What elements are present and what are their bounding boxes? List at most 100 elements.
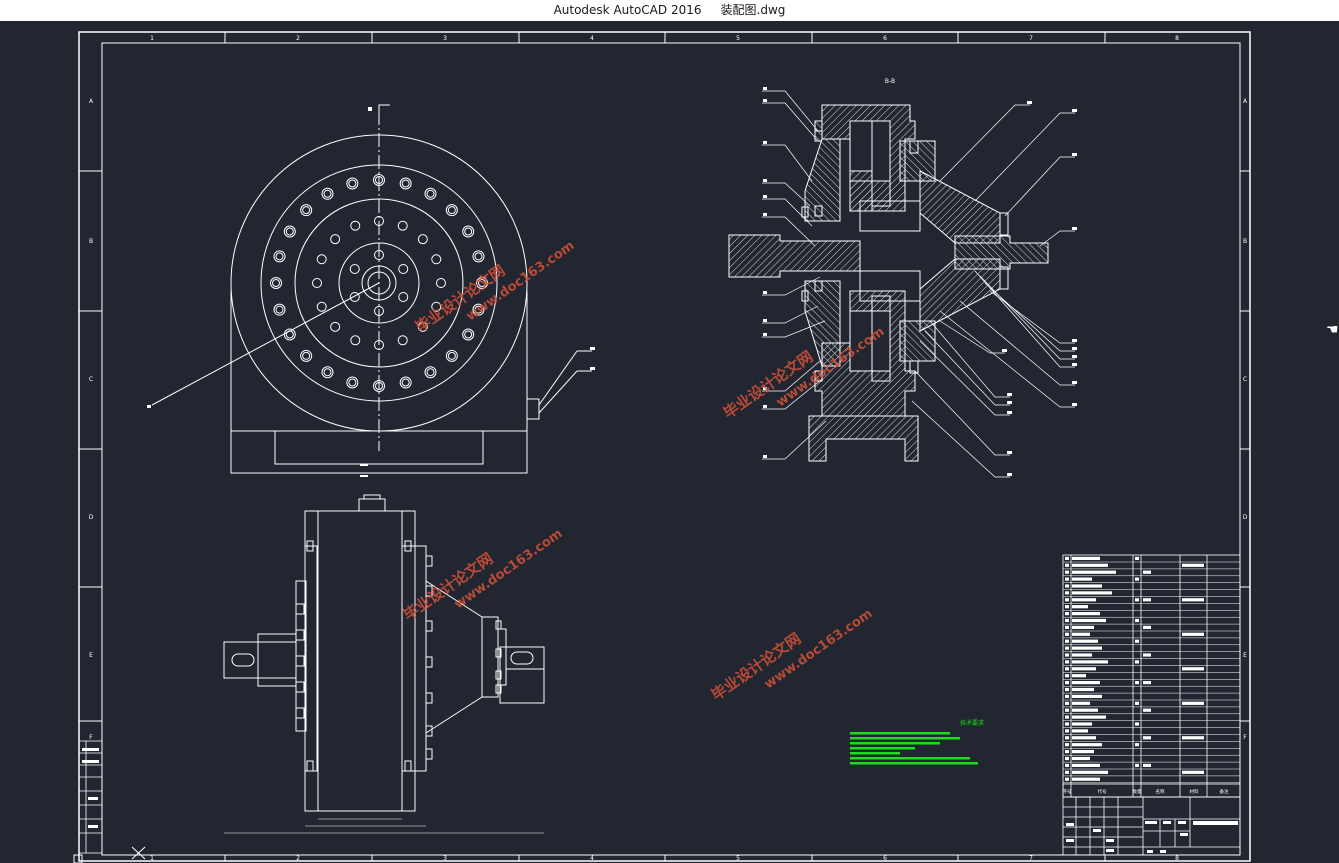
bolt-hole	[349, 264, 360, 274]
section-balloon-numbers	[763, 87, 1077, 476]
bolt-hole	[374, 216, 384, 226]
balloon-number	[763, 291, 767, 294]
row-index	[1065, 687, 1069, 692]
row-text	[1072, 687, 1094, 692]
bolt-hole	[373, 380, 385, 392]
bolt-hole	[273, 303, 286, 316]
bolt-hole	[270, 277, 282, 289]
bolt-hole	[398, 264, 409, 274]
row-text	[1072, 625, 1094, 629]
bolt-hole	[300, 204, 313, 217]
bolt-hole-inner	[375, 176, 383, 184]
row-index	[1065, 632, 1069, 636]
side-bolt	[295, 655, 305, 667]
balloon-number	[1002, 349, 1007, 352]
row-name	[1143, 736, 1151, 740]
bolt-hole	[283, 225, 296, 238]
row-text	[1072, 618, 1106, 623]
row-text	[1072, 556, 1100, 560]
row-text	[1072, 598, 1096, 602]
row-name	[1143, 708, 1151, 712]
bolt-hole	[330, 234, 341, 245]
bolt-hole-inner	[464, 227, 473, 236]
row-index	[1065, 653, 1069, 657]
col-label: 3	[443, 35, 447, 42]
row-name	[1143, 598, 1151, 602]
bolt-hole	[431, 301, 442, 312]
balloon-number	[1072, 355, 1077, 358]
row-index	[1065, 694, 1069, 698]
row-name	[1143, 570, 1151, 574]
bolt-hole-inner	[285, 227, 294, 236]
row-text	[1072, 646, 1102, 650]
side-bolt	[425, 585, 433, 597]
bolt-hole-inner	[474, 305, 483, 314]
row-index	[1065, 750, 1069, 754]
side-bolt	[425, 748, 433, 760]
bolt-hole-inner	[302, 206, 311, 215]
row-index	[1065, 584, 1069, 588]
drawing-canvas[interactable]: 1 2 3 4 5 6 7 8 1 2 3 4 5 6 7 8 A B C D …	[0, 21, 1339, 863]
front-view-dims	[147, 107, 595, 477]
row-material	[1182, 701, 1204, 705]
row-index	[1065, 598, 1069, 602]
col-label: 8	[1175, 35, 1179, 42]
header-cell: 序号	[1063, 788, 1072, 795]
row-text	[1072, 577, 1092, 581]
section-view	[728, 104, 1049, 462]
row-text	[1072, 715, 1106, 719]
parts-list-header	[1062, 783, 1241, 798]
row-text	[1072, 653, 1092, 657]
row-qty	[1135, 598, 1139, 602]
row-text	[1072, 612, 1100, 616]
row-index	[1065, 570, 1069, 574]
side-bolt	[295, 681, 305, 693]
row-index	[1065, 756, 1069, 761]
row-qty	[1135, 639, 1139, 643]
bolt-hole	[398, 292, 409, 302]
bolt-hole-inner	[478, 279, 486, 287]
parts-list-header-labels: 序号 代号 数量 名称 材料 备注	[1063, 788, 1229, 795]
tech-requirements-lines	[850, 732, 978, 765]
balloon-number	[1072, 347, 1077, 350]
top-view-bolts	[295, 540, 502, 772]
balloon-number	[763, 405, 767, 408]
bolt-hole	[472, 250, 485, 263]
title-block-text	[1066, 821, 1238, 853]
bolt-hole	[445, 349, 458, 362]
bolt-hole-inner	[464, 330, 473, 339]
row-qty	[1135, 763, 1139, 767]
bolt-hole-inner	[348, 378, 357, 387]
row-text	[1072, 584, 1102, 588]
bolt-hole	[374, 250, 384, 260]
col-label: 1	[150, 35, 154, 42]
row-text	[1072, 722, 1092, 726]
row-text	[1072, 708, 1098, 712]
side-bolt	[295, 629, 305, 641]
row-qty	[1135, 660, 1139, 664]
front-view	[151, 104, 592, 474]
bolt-hole	[445, 204, 458, 217]
balloon-number	[1072, 363, 1077, 366]
balloon-number	[763, 387, 767, 390]
bolt-hole	[374, 340, 384, 350]
row-index	[1065, 625, 1069, 629]
bolt-hole	[397, 220, 408, 231]
bolt-hole	[462, 225, 475, 238]
bolt-hole-inner	[275, 252, 284, 261]
row-index	[1065, 770, 1069, 774]
section-leaders-left	[762, 90, 827, 460]
bolt-hole	[321, 187, 334, 200]
col-label: 4	[590, 855, 594, 862]
bolt-hole-inner	[474, 252, 483, 261]
bolt-hole	[316, 254, 327, 265]
row-label: C	[89, 376, 93, 383]
side-bolt	[495, 670, 502, 680]
col-label: 2	[296, 855, 300, 862]
header-cell: 备注	[1220, 788, 1229, 795]
side-bolt	[306, 540, 314, 552]
parts-list	[1062, 554, 1241, 798]
balloon-number	[1007, 411, 1012, 414]
row-qty	[1135, 681, 1139, 685]
row-index	[1065, 763, 1069, 767]
